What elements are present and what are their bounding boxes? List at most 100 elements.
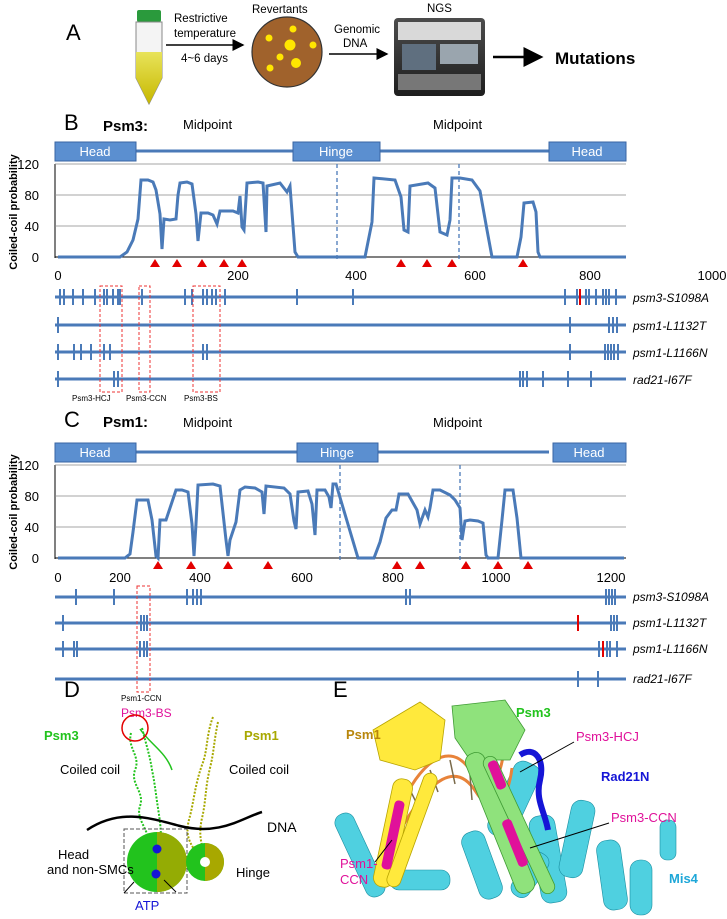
midpoint-label-1: Midpoint (183, 415, 233, 430)
hinge-box (296, 442, 379, 463)
midpoint-label-2: Midpoint (433, 117, 483, 132)
ccn3-label-e: Psm3-CCN (611, 810, 677, 825)
psm1-label: Psm1 (244, 728, 279, 743)
coiled-coil-chart-b: 0 40 80 120 0 200 400 600 800 1000 Coile… (8, 153, 726, 283)
strain-label: psm1-L1166N (632, 346, 708, 360)
arrowheads-b (150, 259, 528, 267)
psm1-ccn-segment (381, 800, 405, 870)
step1-line3: 4~6 days (181, 53, 228, 65)
hinge-box (292, 141, 381, 162)
head-n-box (54, 141, 137, 162)
head-label-d1: Head (58, 847, 89, 862)
ytick: 40 (25, 219, 39, 234)
psm3-title: Psm3: (103, 118, 148, 135)
box-label-psm1-ccn: Psm1-CCN (121, 694, 162, 703)
head-c-box (552, 442, 627, 463)
xtick: 600 (464, 268, 486, 283)
box-label-bs: Psm3-BS (184, 394, 218, 403)
strain-label: rad21-I67F (633, 672, 692, 686)
strain-label: psm1-L1132T (632, 319, 708, 333)
xtick: 800 (382, 570, 404, 585)
panel-b: B Psm3: Midpoint Midpoint Head Hinge Hea… (8, 110, 726, 403)
ytick: 120 (17, 458, 39, 473)
psm1-coil-a (186, 716, 214, 853)
rad21n-label: Rad21N (601, 769, 649, 784)
strain-label: psm3-S1098A (632, 590, 709, 604)
psm3-label: Psm3 (44, 728, 79, 743)
mutations-label: Mutations (555, 49, 635, 68)
psm3-ccn-segment (502, 819, 528, 867)
xtick: 200 (109, 570, 131, 585)
ylabel-c: Coiled-coil probability (8, 453, 20, 569)
step2-line2: DNA (343, 38, 368, 50)
hinge-label: Hinge (320, 445, 354, 460)
box-label-ccn: Psm3-CCN (126, 394, 167, 403)
head-c-label: Head (573, 445, 604, 460)
ytick: 80 (25, 188, 39, 203)
xtick: 1200 (597, 570, 626, 585)
hinge-label-d: Hinge (236, 865, 270, 880)
psm1-title: Psm1: (103, 414, 148, 431)
ccn1-label-b: CCN (340, 872, 368, 887)
head-n-label: Head (79, 445, 110, 460)
region-box-c (136, 585, 151, 693)
coiled-coil-curve-b (58, 176, 626, 259)
xtick: 400 (189, 570, 211, 585)
dna-strand (86, 810, 263, 832)
step1-line1: Restrictive (174, 13, 228, 25)
coil-label-left: Coiled coil (60, 762, 120, 777)
atp-dot (151, 869, 161, 879)
psm3-coil-a (129, 732, 151, 844)
atp-dot (152, 844, 162, 854)
xtick: 800 (579, 268, 601, 283)
panel-a-letter: A (66, 20, 81, 45)
midpoint-label-1: Midpoint (183, 117, 233, 132)
plate-icon (251, 16, 323, 88)
coil-label-right: Coiled coil (229, 762, 289, 777)
head-n-label: Head (79, 144, 110, 159)
panel-c: C Psm1: Midpoint Midpoint Head Hinge Hea… (8, 407, 709, 703)
psm3-hcj-segment (487, 760, 507, 790)
dna-label: DNA (267, 819, 297, 835)
panel-d-letter: D (64, 677, 80, 702)
coiled-coil-curve-c (58, 482, 624, 562)
hinge-label: Hinge (319, 144, 353, 159)
psm3-label-e: Psm3 (516, 705, 551, 720)
psm3-coil-b (141, 727, 162, 849)
panel-d: D Psm3-BS Psm3 Psm1 Coiled coil Coiled c… (44, 677, 297, 913)
region-boxes-b (99, 285, 221, 393)
xtick: 0 (54, 268, 61, 283)
ytick: 80 (25, 489, 39, 504)
xtick: 1000 (482, 570, 511, 585)
head-box (123, 828, 188, 894)
strain-label: psm1-L1166N (632, 642, 708, 656)
ytick: 120 (17, 157, 39, 172)
mis4-label: Mis4 (669, 871, 699, 886)
ytick: 0 (32, 250, 39, 265)
ngs-label: NGS (427, 3, 452, 15)
panel-c-letter: C (64, 407, 80, 432)
ccn1-label-a: Psm1- (340, 856, 378, 871)
panel-a: A Restrictive temperature 4~6 days Rever… (66, 3, 635, 106)
step1-line2: temperature (174, 28, 236, 40)
head-n-box (54, 442, 137, 463)
arrowheads-c (153, 561, 533, 569)
ytick: 0 (32, 551, 39, 566)
psm3-hinge-link (139, 728, 173, 771)
ytick: 40 (25, 520, 39, 535)
rad21n-helix (518, 748, 551, 831)
xtick: 600 (291, 570, 313, 585)
xtick: 400 (345, 268, 367, 283)
xtick: 0 (54, 570, 61, 585)
psm1-label-e: Psm1 (346, 727, 381, 742)
head-label-d2: and non-SMCs (47, 862, 134, 877)
ylabel-b: Coiled-coil probability (8, 153, 20, 269)
bs-circle (121, 714, 149, 742)
box-label-hcj: Psm3-HCJ (72, 394, 111, 403)
psm1-coil-b (199, 721, 219, 855)
panel-b-letter: B (64, 110, 79, 135)
xtick: 1000 (698, 268, 727, 283)
xtick: 200 (227, 268, 249, 283)
revertants-label: Revertants (252, 4, 308, 16)
